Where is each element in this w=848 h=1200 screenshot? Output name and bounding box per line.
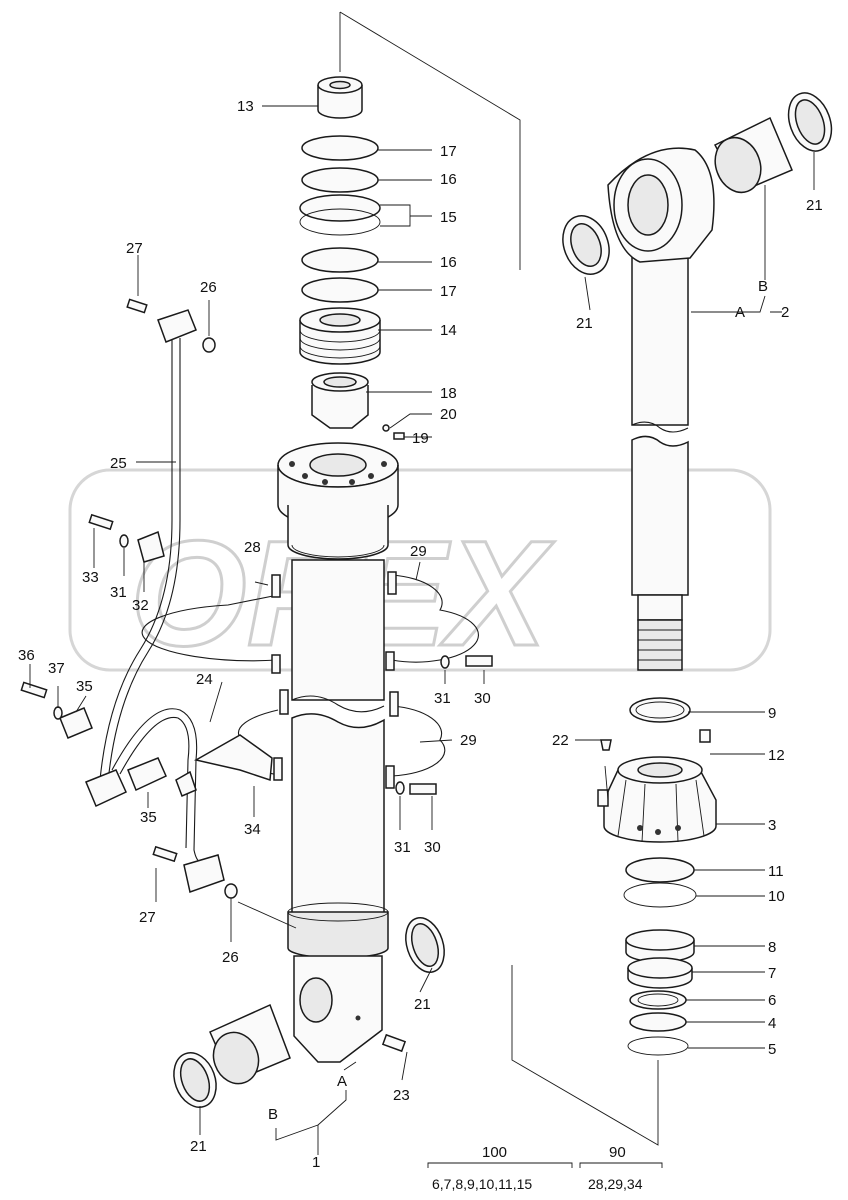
callout-labels: 13 17 16 15 16 17 14 18 20 19 27 26 25 3… [18, 98, 823, 1192]
kit-100-contents: 6,7,8,9,10,11,15 [432, 1176, 532, 1192]
callout-8: 8 [768, 939, 776, 956]
callout-34: 34 [244, 821, 261, 838]
callout-35-left: 35 [76, 678, 93, 695]
callout-27-top: 27 [126, 240, 143, 257]
hydraulic-pipes [59, 309, 225, 893]
callout-B-bottom: B [268, 1106, 278, 1123]
callout-36: 36 [18, 647, 35, 664]
callout-5: 5 [768, 1041, 776, 1058]
callout-3: 3 [768, 817, 776, 834]
callout-6: 6 [768, 992, 776, 1009]
callout-10: 10 [768, 888, 785, 905]
callout-25: 25 [110, 455, 127, 472]
callout-4: 4 [768, 1015, 776, 1032]
piston-stack [597, 697, 717, 1056]
callout-29-lower: 29 [460, 732, 477, 749]
callout-16-top: 16 [440, 171, 457, 188]
callout-22: 22 [552, 732, 569, 749]
callout-21-middle: 21 [414, 996, 431, 1013]
callout-11: 11 [768, 863, 784, 880]
piston-rod [562, 92, 833, 671]
callout-15: 15 [440, 209, 457, 226]
callout-31-middle: 31 [434, 690, 451, 707]
callout-31-upper-left: 31 [110, 584, 127, 601]
callout-18: 18 [440, 385, 457, 402]
callout-16-bottom: 16 [440, 254, 457, 271]
clamp-bands [141, 571, 480, 789]
callout-7: 7 [768, 965, 776, 982]
callout-1: 1 [312, 1154, 320, 1171]
cylinder-tube [277, 442, 399, 1063]
callout-13: 13 [237, 98, 254, 115]
callout-2: 2 [781, 304, 789, 321]
small-hardware [20, 298, 493, 1108]
callout-31-lower: 31 [394, 839, 411, 856]
callout-30-middle: 30 [474, 690, 491, 707]
callout-A-bottom: A [337, 1073, 347, 1090]
callout-20: 20 [440, 406, 457, 423]
kit-100-label: 100 [482, 1144, 507, 1161]
callout-23: 23 [393, 1087, 410, 1104]
callout-24: 24 [196, 671, 213, 688]
callout-21-right-left: 21 [576, 315, 593, 332]
callout-12: 12 [768, 747, 785, 764]
callout-27-lower: 27 [139, 909, 156, 926]
leader-lines [29, 11, 815, 1168]
callout-9: 9 [768, 705, 776, 722]
callout-14: 14 [440, 322, 457, 339]
callout-29-upper: 29 [410, 543, 427, 560]
callout-37: 37 [48, 660, 65, 677]
kit-90-contents: 28,29,34 [588, 1176, 643, 1192]
callout-33: 33 [82, 569, 99, 586]
callout-35-lower: 35 [140, 809, 157, 826]
callout-21-right-top: 21 [806, 197, 823, 214]
callout-17-bottom: 17 [440, 283, 457, 300]
callout-B-right: B [758, 278, 768, 295]
callout-19: 19 [412, 430, 429, 447]
callout-28: 28 [244, 539, 261, 556]
upper-seal-stack [299, 76, 405, 440]
callout-32: 32 [132, 597, 149, 614]
callout-17-top: 17 [440, 143, 457, 160]
callout-26-lower: 26 [222, 949, 239, 966]
kit-90-label: 90 [609, 1144, 626, 1161]
callout-26-top: 26 [200, 279, 217, 296]
callout-A-right: A [735, 304, 745, 321]
callout-30-lower: 30 [424, 839, 441, 856]
callout-21-bottom-left: 21 [190, 1138, 207, 1155]
